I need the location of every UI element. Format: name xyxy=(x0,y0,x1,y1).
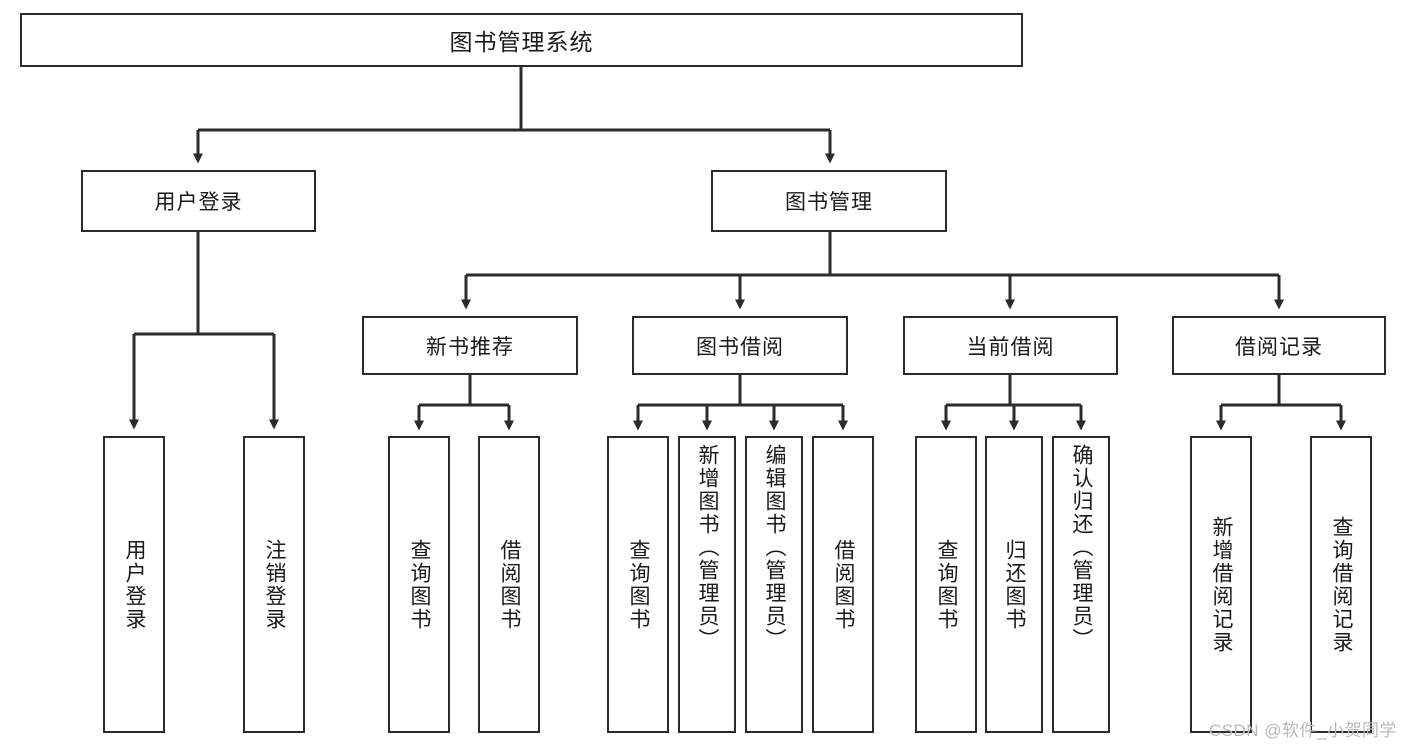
node-leaf-add-record-label: 新增借阅记录 xyxy=(1210,515,1234,654)
node-leaf-query-book-3[interactable]: 查询图书 xyxy=(915,436,977,733)
node-leaf-confirm-return[interactable]: 确认归还（管理员） xyxy=(1052,436,1110,733)
node-book-borrow-label: 图书借阅 xyxy=(696,335,784,359)
node-current-borrow[interactable]: 当前借阅 xyxy=(903,316,1118,375)
node-leaf-logout[interactable]: 注销登录 xyxy=(243,436,305,733)
node-leaf-query-book-2-label: 查询图书 xyxy=(627,538,651,631)
node-book-manage-label: 图书管理 xyxy=(785,191,873,214)
node-leaf-query-book-1[interactable]: 查询图书 xyxy=(388,436,450,733)
node-leaf-edit-book-label: 编辑图书（管理员） xyxy=(763,444,787,651)
node-leaf-borrow-book-1[interactable]: 借阅图书 xyxy=(478,436,540,733)
node-leaf-logout-label: 注销登录 xyxy=(263,538,287,631)
node-leaf-add-record[interactable]: 新增借阅记录 xyxy=(1190,436,1252,733)
node-leaf-borrow-book-2-label: 借阅图书 xyxy=(832,538,856,631)
node-borrow-record[interactable]: 借阅记录 xyxy=(1172,316,1386,375)
node-leaf-query-record[interactable]: 查询借阅记录 xyxy=(1310,436,1372,733)
node-new-book-rec-label: 新书推荐 xyxy=(426,335,514,359)
csdn-watermark: CSDN @软件_小贺同学 xyxy=(1208,721,1397,740)
node-leaf-user-login-label: 用户登录 xyxy=(123,538,147,631)
node-leaf-borrow-book-2[interactable]: 借阅图书 xyxy=(812,436,874,733)
node-leaf-query-record-label: 查询借阅记录 xyxy=(1330,515,1354,654)
node-leaf-user-login[interactable]: 用户登录 xyxy=(103,436,165,733)
node-leaf-return-book[interactable]: 归还图书 xyxy=(985,436,1043,733)
node-user-login[interactable]: 用户登录 xyxy=(81,170,316,232)
node-leaf-query-book-2[interactable]: 查询图书 xyxy=(607,436,669,733)
node-book-borrow[interactable]: 图书借阅 xyxy=(632,316,848,375)
node-new-book-rec[interactable]: 新书推荐 xyxy=(362,316,578,375)
node-root-label: 图书管理系统 xyxy=(449,29,594,55)
node-leaf-borrow-book-1-label: 借阅图书 xyxy=(498,538,522,631)
node-leaf-query-book-3-label: 查询图书 xyxy=(935,538,959,631)
node-leaf-edit-book[interactable]: 编辑图书（管理员） xyxy=(745,436,803,733)
node-borrow-record-label: 借阅记录 xyxy=(1235,335,1323,359)
node-root[interactable]: 图书管理系统 xyxy=(20,13,1023,67)
node-current-borrow-label: 当前借阅 xyxy=(966,335,1055,359)
node-leaf-return-book-label: 归还图书 xyxy=(1003,538,1027,631)
node-leaf-add-book[interactable]: 新增图书（管理员） xyxy=(678,436,736,733)
node-leaf-confirm-return-label: 确认归还（管理员） xyxy=(1070,444,1094,651)
node-leaf-query-book-1-label: 查询图书 xyxy=(408,538,432,631)
node-user-login-label: 用户登录 xyxy=(154,191,243,214)
node-leaf-add-book-label: 新增图书（管理员） xyxy=(696,444,720,651)
node-book-manage[interactable]: 图书管理 xyxy=(711,170,947,232)
